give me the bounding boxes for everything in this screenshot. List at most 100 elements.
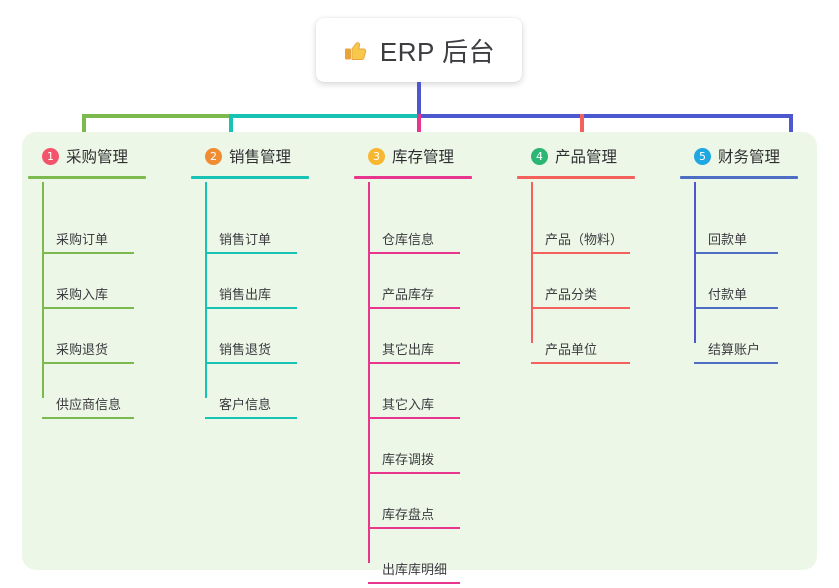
mindmap-leaf-underline <box>368 417 460 419</box>
mindmap-leaf-label: 客户信息 <box>219 397 272 412</box>
mindmap-leaf-label: 产品库存 <box>382 287 435 302</box>
mindmap-leaf-underline <box>531 252 630 254</box>
mindmap-leaf-label: 销售订单 <box>219 232 272 247</box>
mindmap-leaf[interactable]: 回款单 <box>694 203 824 258</box>
mindmap-leaf-label: 库存盘点 <box>382 507 435 522</box>
mindmap-leaf-underline <box>205 417 297 419</box>
mindmap-leaf-label: 仓库信息 <box>382 232 435 247</box>
mindmap-leaf-label: 回款单 <box>708 232 748 247</box>
mindmap-leaf-label: 库存调拨 <box>382 452 435 467</box>
column-spine <box>42 182 44 398</box>
mindmap-leaf-label: 销售退货 <box>219 342 272 357</box>
mindmap-leaf-underline <box>205 307 297 309</box>
mindmap-leaf-underline <box>368 362 460 364</box>
connector-drop-4 <box>580 114 584 144</box>
mindmap-leaf-underline <box>531 307 630 309</box>
mindmap-leaf-underline <box>42 417 134 419</box>
mindmap-leaf[interactable]: 销售订单 <box>205 203 348 258</box>
column-container: 1 采购管理采购订单采购入库采购退货供应商信息 2 销售管理销售订单销售出库销售退货客… <box>22 132 817 584</box>
thumbs-up-icon <box>343 37 369 63</box>
connector-drop-2 <box>229 114 233 144</box>
mindmap-panel <box>22 132 817 570</box>
mindmap-leaf[interactable]: 库存调拨 <box>368 423 511 478</box>
connector-bus-green <box>82 114 230 118</box>
mindmap-leaf[interactable]: 采购入库 <box>42 258 185 313</box>
mindmap-leaf-underline <box>205 252 297 254</box>
root-node[interactable]: ERP 后台 <box>316 18 522 82</box>
column-title: 采购管理 <box>66 149 129 166</box>
mindmap-leaf-label: 采购订单 <box>56 232 109 247</box>
mindmap-leaf-label: 其它入库 <box>382 397 435 412</box>
mindmap-leaf[interactable]: 其它入库 <box>368 368 511 423</box>
column-title: 销售管理 <box>229 149 292 166</box>
mindmap-leaf-label: 结算账户 <box>708 342 761 357</box>
mindmap-leaf[interactable]: 产品（物料） <box>531 203 674 258</box>
mindmap-column: 1 采购管理采购订单采购入库采购退货供应商信息 <box>22 132 185 570</box>
column-item-list: 仓库信息产品库存其它出库其它入库库存调拨库存盘点出库库明细 <box>368 203 511 588</box>
mindmap-leaf[interactable]: 产品单位 <box>531 313 674 368</box>
mindmap-leaf[interactable]: 其它出库 <box>368 313 511 368</box>
mindmap-leaf-underline <box>694 362 778 364</box>
mindmap-leaf-label: 供应商信息 <box>56 397 122 412</box>
mindmap-leaf[interactable]: 出库库明细 <box>368 533 511 588</box>
mindmap-leaf[interactable]: 仓库信息 <box>368 203 511 258</box>
mindmap-leaf[interactable]: 结算账户 <box>694 313 824 368</box>
mindmap-leaf-underline <box>694 307 778 309</box>
mindmap-leaf-underline <box>694 252 778 254</box>
mindmap-leaf[interactable]: 采购订单 <box>42 203 185 258</box>
column-header[interactable]: 3 库存管理 <box>368 143 511 169</box>
column-header[interactable]: 5 财务管理 <box>694 143 824 169</box>
column-underline <box>680 176 798 179</box>
mindmap-leaf-underline <box>368 582 460 584</box>
column-header[interactable]: 2 销售管理 <box>205 143 348 169</box>
mindmap-leaf-underline <box>205 362 297 364</box>
mindmap-leaf[interactable]: 供应商信息 <box>42 368 185 423</box>
mindmap-leaf-label: 采购入库 <box>56 287 109 302</box>
column-item-list: 回款单付款单结算账户 <box>694 203 824 368</box>
column-title: 产品管理 <box>555 149 618 166</box>
column-header[interactable]: 1 采购管理 <box>42 143 185 169</box>
column-index-badge: 3 <box>368 147 385 165</box>
mindmap-leaf[interactable]: 客户信息 <box>205 368 348 423</box>
mindmap-column: 5 财务管理回款单付款单结算账户 <box>674 132 824 570</box>
mindmap-leaf-underline <box>42 362 134 364</box>
mindmap-leaf-underline <box>42 252 134 254</box>
column-item-list: 采购订单采购入库采购退货供应商信息 <box>42 203 185 423</box>
mindmap-leaf-label: 销售出库 <box>219 287 272 302</box>
column-spine <box>368 182 370 563</box>
mindmap-leaf[interactable]: 产品分类 <box>531 258 674 313</box>
connector-root-stem <box>417 82 421 116</box>
mindmap-column: 2 销售管理销售订单销售出库销售退货客户信息 <box>185 132 348 570</box>
mindmap-leaf-label: 采购退货 <box>56 342 109 357</box>
mindmap-leaf-underline <box>368 252 460 254</box>
column-index-badge: 2 <box>205 147 222 165</box>
column-underline <box>354 176 472 179</box>
mindmap-leaf[interactable]: 销售退货 <box>205 313 348 368</box>
connector-drop-5 <box>789 114 793 144</box>
mindmap-leaf-underline <box>368 472 460 474</box>
mindmap-leaf-underline <box>42 307 134 309</box>
column-title: 财务管理 <box>718 149 781 166</box>
column-spine <box>694 182 696 343</box>
mindmap-leaf[interactable]: 产品库存 <box>368 258 511 313</box>
mindmap-leaf[interactable]: 付款单 <box>694 258 824 313</box>
mindmap-leaf-underline <box>368 527 460 529</box>
mindmap-leaf[interactable]: 销售出库 <box>205 258 348 313</box>
column-title: 库存管理 <box>392 149 455 166</box>
mindmap-leaf[interactable]: 库存盘点 <box>368 478 511 533</box>
mindmap-leaf-label: 产品单位 <box>545 342 598 357</box>
column-index-badge: 1 <box>42 147 59 165</box>
mindmap-leaf-label: 产品（物料） <box>545 232 624 247</box>
mindmap-leaf[interactable]: 采购退货 <box>42 313 185 368</box>
column-spine <box>531 182 533 343</box>
root-title: ERP 后台 <box>379 36 496 67</box>
column-underline <box>28 176 146 179</box>
connector-drop-3 <box>417 114 421 144</box>
mindmap-leaf-underline <box>368 307 460 309</box>
mindmap-leaf-label: 其它出库 <box>382 342 435 357</box>
column-index-badge: 5 <box>694 147 711 165</box>
